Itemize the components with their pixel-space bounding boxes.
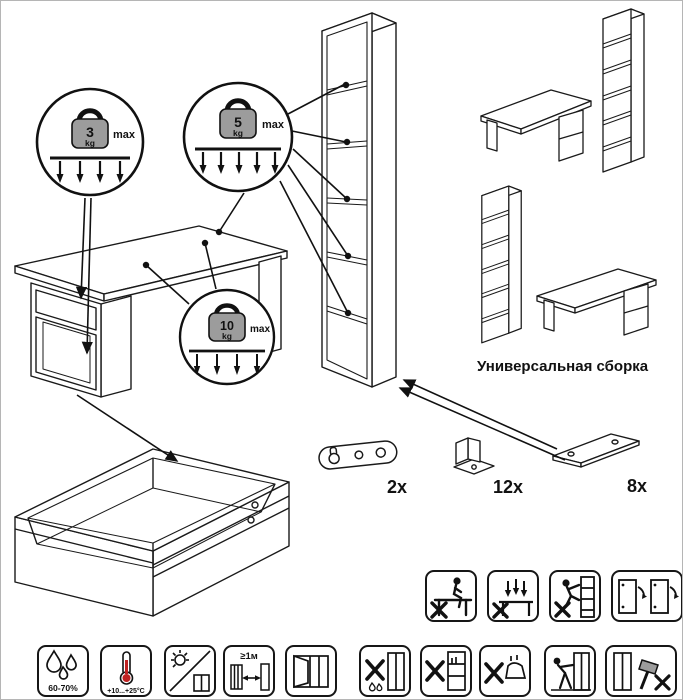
svg-text:≥1м: ≥1м [240,651,258,662]
load-arrows [196,354,258,367]
weight-callout-10kg: 10 kg max [178,288,276,386]
no-overload-icon [425,651,466,691]
pictogram-no-hot-objects [479,645,531,697]
pictogram-no-aggressive-cleaners [359,645,411,697]
pictogram-heat-distance: ≥1м [223,645,275,697]
weight-3kg-icon: 3 kg [71,108,109,149]
pictogram-ventilation [285,645,337,697]
svg-text:kg: kg [233,128,243,138]
max-label: max [113,129,136,141]
move-carefully-icon [551,652,591,691]
weight-5kg-icon: 5 kg [219,98,257,139]
pictogram-move-carefully [544,645,596,697]
drawer-rail [152,495,290,566]
corner-bracket-part [453,437,495,475]
pictogram-no-pressing [487,570,539,622]
no-hot-objects-icon [484,655,527,684]
no-pressing-icon [492,579,533,619]
pictogram-temperature: +10...+25°C [100,645,152,697]
corner-bracket-count: 12x [493,477,524,497]
ventilation-icon [293,654,329,689]
pictogram-humidity: 60-70% [37,645,89,697]
no-climbing-icon [554,576,595,618]
weight-callout-3kg: 3 kg max [35,87,145,197]
load-arrows [58,161,122,175]
mini-bookcase-variant-2 [481,185,522,344]
door-adjustment-icon [618,579,679,614]
bookcase-drawing [321,12,397,388]
heat-distance-icon: ≥1м [230,651,270,691]
humidity-icon: 60-70% [46,649,78,693]
weight-callout-5kg: 5 kg max [182,81,294,193]
connector-plate-part [318,440,398,470]
desk-drawer-front [35,289,97,331]
pictogram-no-hammer [605,645,677,697]
weight-10kg-icon: 10 kg [208,303,246,342]
flat-bracket-part [552,433,640,468]
load-arrows [201,152,277,166]
svg-text:3: 3 [86,124,94,140]
flat-bracket-count: 8x [627,476,648,496]
mini-bookcase-variant-1 [602,8,645,173]
no-hammer-icon [613,652,671,691]
drawer-screw-hole [247,516,255,524]
svg-text:60-70%: 60-70% [48,683,78,693]
pictogram-no-climbing [549,570,601,622]
pictogram-no-sitting [425,570,477,622]
mini-desk-variant-2 [536,268,657,336]
svg-text:kg: kg [85,138,95,148]
pictogram-sun-protection [164,645,216,697]
plate-count: 2x [387,477,408,497]
max-label: max [250,324,270,335]
no-sitting-icon [430,577,473,619]
temperature-icon: +10...+25°C [107,651,145,694]
pictogram-no-overload [420,645,472,697]
universal-assembly-label: Универсальная сборка [477,358,649,375]
no-aggressive-cleaners-icon [365,652,405,692]
sun-protection-icon [169,650,211,692]
svg-text:kg: kg [222,331,232,341]
drawer-detail-drawing [14,448,290,617]
svg-text:10: 10 [220,319,234,333]
pictogram-door-adjustment [611,570,682,622]
drawer-screw-hole [251,501,259,509]
svg-text:5: 5 [234,114,242,130]
max-label: max [262,119,285,131]
mini-desk-variant-1 [480,89,592,162]
svg-text:+10...+25°C: +10...+25°C [107,687,144,694]
